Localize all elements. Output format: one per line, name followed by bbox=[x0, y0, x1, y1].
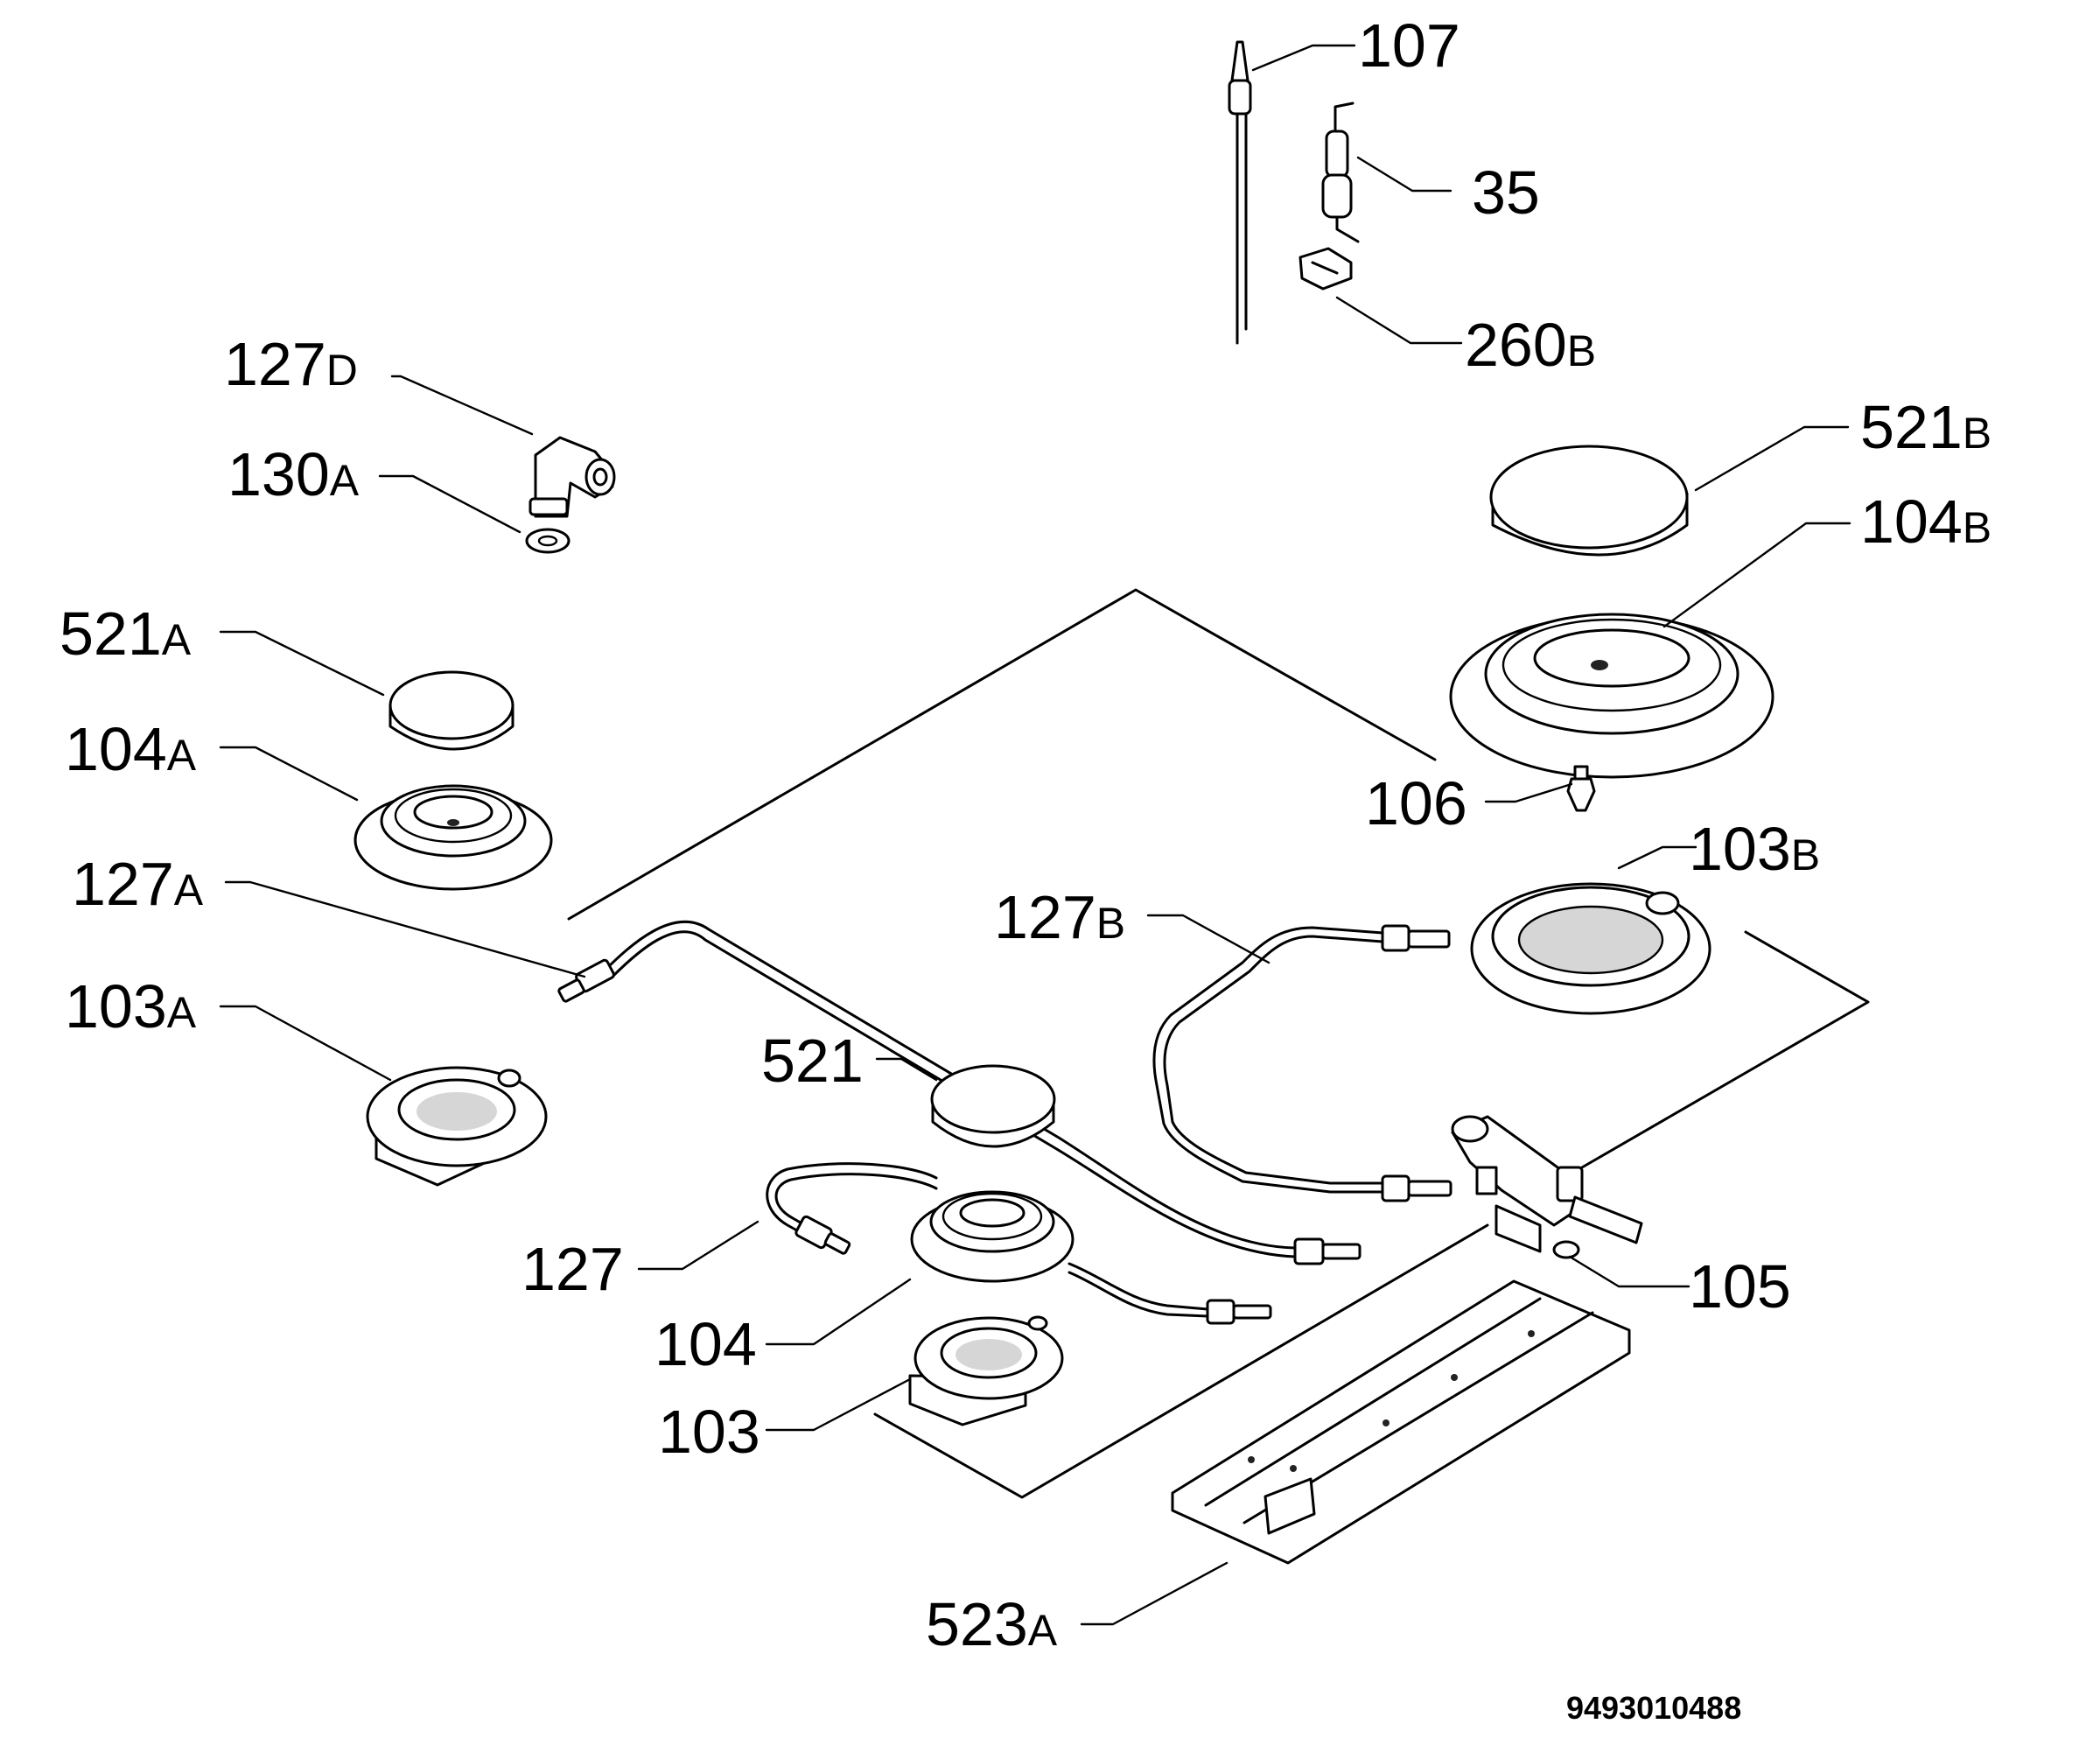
label-521: 521 bbox=[761, 1027, 864, 1095]
part-521a-small-cap bbox=[388, 670, 514, 751]
label-260b: 260B bbox=[1465, 311, 1596, 379]
label-103: 103 bbox=[658, 1398, 760, 1466]
document-number: 9493010488 bbox=[1566, 1690, 1741, 1726]
label-106: 106 bbox=[1365, 769, 1467, 837]
label-104b: 104B bbox=[1860, 487, 1992, 556]
part-104b-large-head bbox=[1449, 613, 1774, 779]
part-127-short-pipe bbox=[766, 1162, 938, 1255]
leader-lines bbox=[219, 44, 1852, 1626]
part-106-injector bbox=[1566, 765, 1596, 812]
part-104a-small-head bbox=[354, 784, 553, 891]
label-521b: 521B bbox=[1860, 393, 1992, 461]
label-103a: 103A bbox=[65, 972, 197, 1041]
part-labels: 107 35 260B 127D 130A 521B 104B 521A 104… bbox=[60, 11, 1992, 1658]
part-105-gas-valve bbox=[1451, 1115, 1643, 1259]
part-104-feed-pipe bbox=[1068, 1262, 1272, 1325]
label-105: 105 bbox=[1689, 1252, 1791, 1321]
part-104-center-head bbox=[910, 1190, 1074, 1283]
label-127: 127 bbox=[522, 1235, 624, 1303]
part-521-small-cap bbox=[930, 1064, 1056, 1148]
label-523a: 523A bbox=[926, 1590, 1058, 1658]
label-35: 35 bbox=[1472, 158, 1540, 227]
part-521b-large-cap bbox=[1489, 445, 1689, 557]
part-35-spark-electrode bbox=[1321, 102, 1360, 243]
part-127d-elbow bbox=[528, 436, 616, 518]
label-521a: 521A bbox=[60, 599, 192, 668]
label-127b: 127B bbox=[994, 883, 1125, 951]
part-127a-long-pipe bbox=[557, 920, 1362, 1265]
part-523a-support-rail bbox=[1171, 1279, 1631, 1565]
part-260b-clip bbox=[1298, 247, 1353, 291]
part-107-thermocouple bbox=[1228, 40, 1252, 345]
label-103b: 103B bbox=[1689, 815, 1820, 883]
label-104a: 104A bbox=[65, 715, 197, 783]
part-103b-large-base bbox=[1470, 882, 1712, 1015]
part-103a-small-base bbox=[366, 1066, 548, 1187]
label-107: 107 bbox=[1358, 11, 1460, 80]
part-103-center-base bbox=[908, 1315, 1064, 1426]
part-127b-right-pipe bbox=[1152, 924, 1452, 1202]
label-104: 104 bbox=[654, 1310, 757, 1378]
label-130a: 130A bbox=[228, 440, 360, 508]
label-127a: 127A bbox=[72, 850, 204, 918]
label-127d: 127D bbox=[224, 330, 358, 398]
part-130a-washer bbox=[525, 528, 570, 554]
hob-outline bbox=[567, 588, 1870, 1499]
